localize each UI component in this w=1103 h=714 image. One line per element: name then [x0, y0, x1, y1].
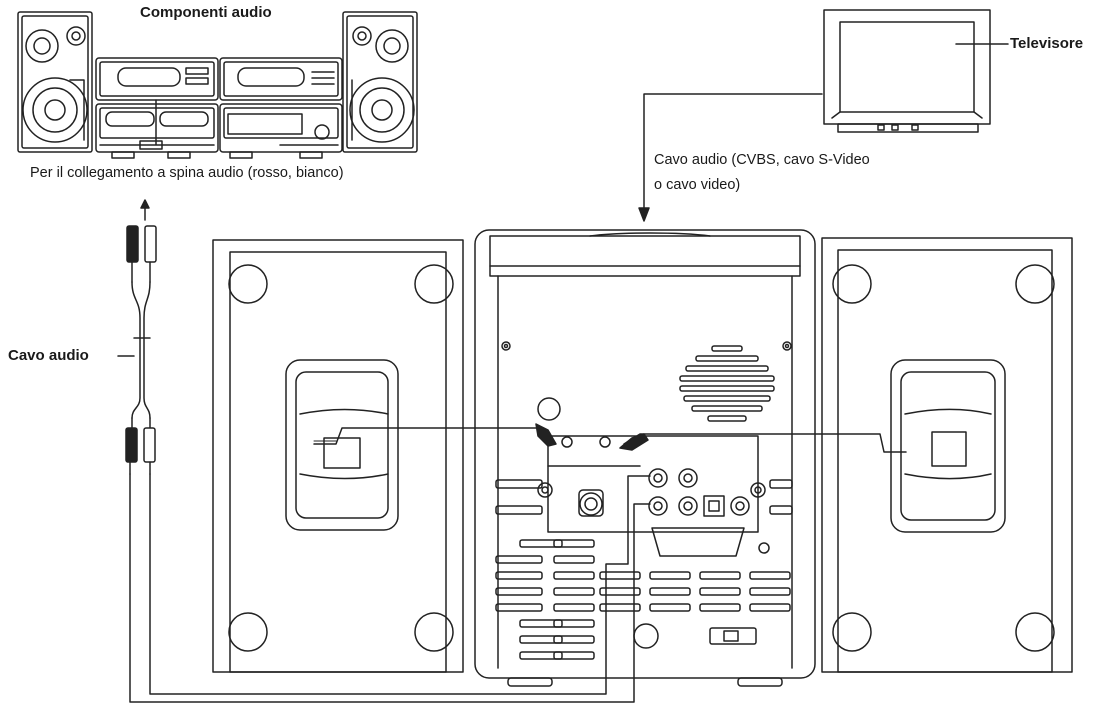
audio-wire-inner	[149, 473, 651, 695]
label-tv: Televisore	[1010, 35, 1084, 52]
main-unit	[474, 229, 816, 687]
vent-grille	[679, 345, 775, 422]
audio-wire-outer	[129, 473, 651, 703]
hifi-center-units	[95, 57, 343, 159]
label-video-cable-line1: Cavo audio (CVBS, cavo S-Video	[654, 152, 870, 168]
left-speaker-wire	[313, 427, 553, 445]
label-audio-plug-connection: Per il collegamento a spina audio (rosso…	[30, 165, 344, 181]
hifi-left-speaker	[17, 11, 93, 153]
right-speaker	[821, 237, 1073, 673]
rear-jack-panel	[547, 435, 759, 533]
right-speaker-wire-plug	[619, 433, 649, 451]
label-audio-cable: Cavo audio	[8, 347, 89, 364]
audio-components-illustration	[17, 11, 418, 159]
video-cable-line	[643, 93, 823, 219]
rca-jacks	[648, 468, 750, 516]
round-knob	[537, 397, 561, 421]
scart-connector	[651, 527, 745, 557]
video-cable-arrowhead	[638, 207, 650, 222]
left-speaker-wire-plug	[535, 423, 557, 447]
label-video-cable-line2: o cavo video)	[654, 177, 741, 193]
lower-vents	[495, 479, 793, 660]
left-speaker	[212, 239, 464, 673]
label-audio-components: Componenti audio	[140, 4, 272, 21]
optical-out	[703, 495, 725, 517]
hifi-right-speaker	[342, 11, 418, 153]
audio-cable-up-arrow	[140, 199, 150, 209]
audio-cable-illustration	[117, 199, 157, 475]
selector-switch	[709, 627, 757, 645]
tv-illustration	[823, 9, 1009, 133]
